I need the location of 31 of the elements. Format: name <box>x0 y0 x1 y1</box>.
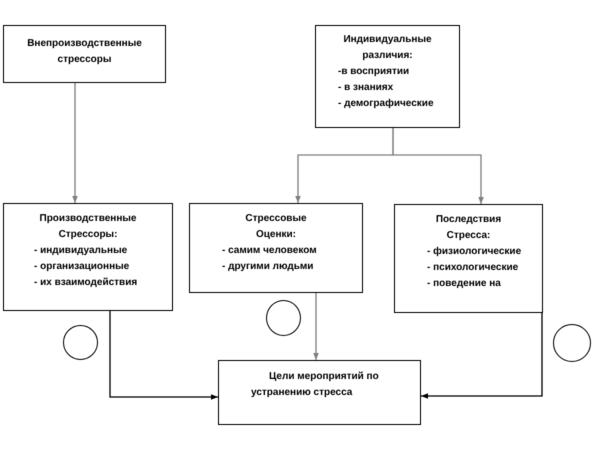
heading-text: Индивидуальные различия: <box>342 33 433 63</box>
list-item-text: - индивидуальные <box>33 244 128 258</box>
box-text: Внепроизводственные стрессоры <box>26 37 143 67</box>
list-item-text: - другими людьми <box>221 260 314 274</box>
list-item-text: - физиологические <box>426 245 522 259</box>
heading-text: Производственные Стрессоры: <box>38 212 138 242</box>
arrow <box>313 293 319 360</box>
text-box <box>3 25 166 83</box>
empty-circle <box>266 300 301 336</box>
empty-circle <box>63 325 98 360</box>
list-item-text: - поведение на <box>426 277 502 291</box>
list-item-text: - самим человеком <box>221 244 318 258</box>
arrow <box>72 83 78 203</box>
heading-text: Последствия Стресса: <box>434 213 502 243</box>
heading-text: Стрессовые Оценки: <box>244 212 308 242</box>
text-box <box>3 203 173 311</box>
list-item-text: - их взаимодействия <box>33 276 138 290</box>
arrow <box>392 128 484 204</box>
list-item-text: - организационные <box>33 260 130 274</box>
text-box <box>218 360 421 425</box>
text-box <box>394 204 543 313</box>
box-text: Цели мероприятий по устранению стресса <box>251 370 380 400</box>
text-box <box>315 25 460 128</box>
arrow <box>109 311 218 400</box>
empty-circle <box>553 324 591 362</box>
list-item-text: -в восприятии <box>337 65 410 79</box>
list-item-text: - в знаниях <box>337 81 394 95</box>
list-item-text: - демографические <box>337 97 435 111</box>
text-box <box>189 203 363 293</box>
list-item-text: - психологические <box>426 261 520 275</box>
arrow <box>421 313 543 399</box>
